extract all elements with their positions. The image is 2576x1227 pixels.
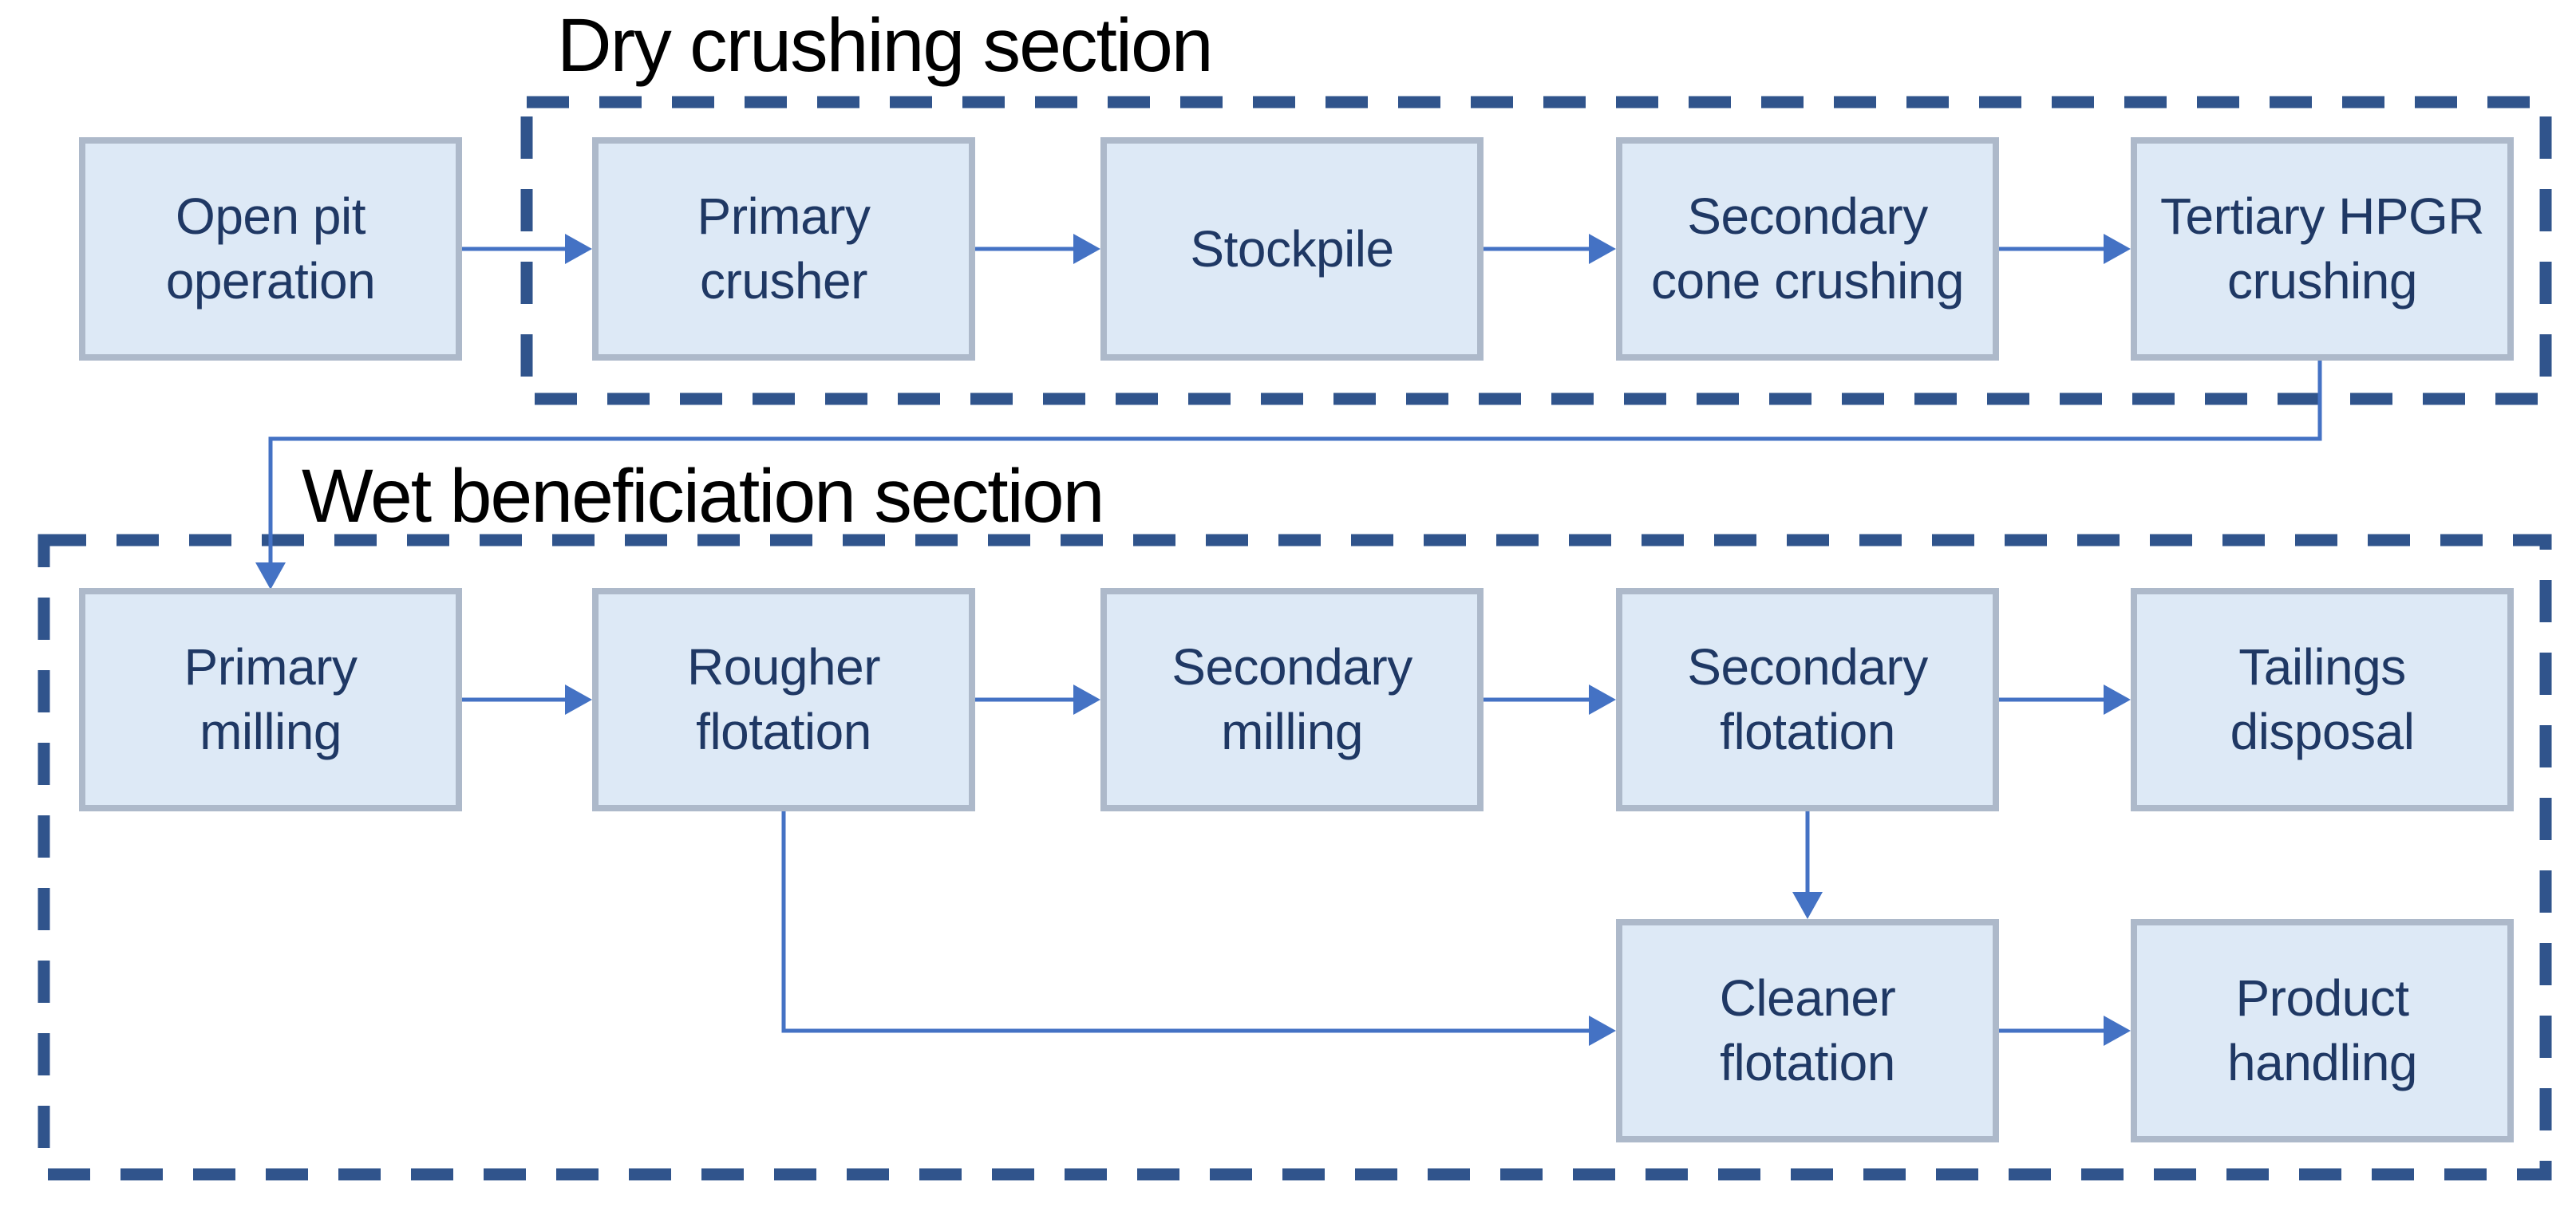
arrowhead-open-pit-to-primary-crusher bbox=[565, 234, 592, 264]
node-rougher-flotation: Rougher flotation bbox=[592, 588, 975, 811]
wet-section-border bbox=[38, 534, 2552, 1181]
node-secondary-cone-crushing: Secondary cone crushing bbox=[1616, 137, 1999, 361]
arrowhead-primary-crusher-to-stockpile bbox=[1073, 234, 1100, 264]
node-product-handling: Product handling bbox=[2131, 919, 2514, 1142]
node-label-line: operation bbox=[165, 252, 376, 310]
node-primary-milling: Primary milling bbox=[79, 588, 462, 811]
node-label-line: Primary bbox=[697, 187, 871, 245]
arrowhead-rougher-to-secondary-milling bbox=[1073, 685, 1100, 715]
node-label-line: Product bbox=[2235, 969, 2409, 1027]
node-label-line: Tertiary HPGR bbox=[2160, 187, 2485, 245]
node-label-line: Secondary bbox=[1687, 638, 1928, 696]
node-secondary-flotation: Secondary flotation bbox=[1616, 588, 1999, 811]
node-label-line: flotation bbox=[1720, 1034, 1895, 1091]
wet-section-title: Wet beneficiation section bbox=[302, 454, 1104, 539]
arrowhead-secondary-milling-to-secondary-flotation bbox=[1589, 685, 1616, 715]
node-label-line: Stockpile bbox=[1190, 219, 1394, 278]
node-label-line: crusher bbox=[700, 252, 867, 310]
node-stockpile: Stockpile bbox=[1100, 137, 1484, 361]
node-tailings-disposal: Tailings disposal bbox=[2131, 588, 2514, 811]
node-label-line: cone crushing bbox=[1651, 252, 1964, 310]
node-open-pit-operation: Open pit operation bbox=[79, 137, 462, 361]
dry-section-title: Dry crushing section bbox=[557, 3, 1214, 88]
node-label-line: flotation bbox=[696, 703, 871, 760]
node-label-line: Open pit bbox=[176, 187, 365, 245]
arrowhead-secondary-flotation-to-cleaner bbox=[1792, 892, 1823, 919]
node-label-line: milling bbox=[1221, 703, 1363, 760]
node-label-line: Primary bbox=[184, 638, 358, 696]
node-label-line: flotation bbox=[1720, 703, 1895, 760]
arrowhead-secondary-flotation-to-tailings bbox=[2104, 685, 2131, 715]
node-label-line: Secondary bbox=[1171, 638, 1412, 696]
node-cleaner-flotation: Cleaner flotation bbox=[1616, 919, 1999, 1142]
node-label-line: Rougher bbox=[687, 638, 881, 696]
arrowhead-secondary-cone-to-tertiary bbox=[2104, 234, 2131, 264]
node-primary-crusher: Primary crusher bbox=[592, 137, 975, 361]
node-tertiary-hpgr-crushing: Tertiary HPGR crushing bbox=[2131, 137, 2514, 361]
node-label-line: handling bbox=[2227, 1034, 2418, 1091]
node-label-line: Cleaner bbox=[1719, 969, 1896, 1027]
node-label-line: Tailings bbox=[2238, 638, 2406, 696]
arrow-rougher-to-cleaner bbox=[781, 811, 1590, 1033]
arrowhead-stockpile-to-secondary-cone bbox=[1589, 234, 1616, 264]
node-label-line: crushing bbox=[2227, 252, 2417, 310]
arrowhead-primary-milling-to-rougher bbox=[565, 685, 592, 715]
arrowhead-cleaner-to-product bbox=[2104, 1016, 2131, 1046]
node-label-line: milling bbox=[200, 703, 342, 760]
arrowhead-rougher-to-cleaner bbox=[1589, 1016, 1616, 1046]
arrow-tertiary-to-primary-milling bbox=[268, 361, 2322, 564]
node-label-line: disposal bbox=[2230, 703, 2415, 760]
arrowhead-tertiary-to-primary-milling bbox=[255, 562, 286, 590]
node-secondary-milling: Secondary milling bbox=[1100, 588, 1484, 811]
node-label-line: Secondary bbox=[1687, 187, 1928, 245]
